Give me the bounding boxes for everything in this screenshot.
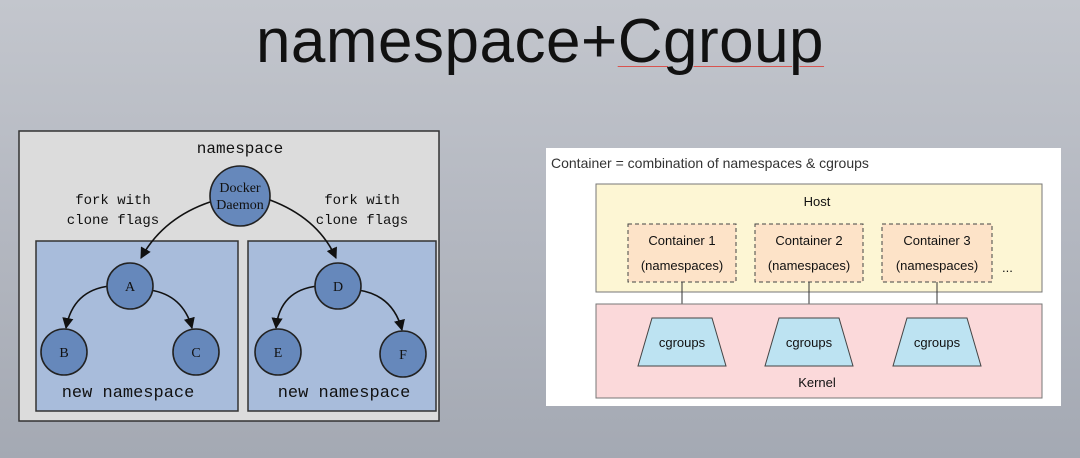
edge-a-to-c [149,289,195,330]
node-d: D [314,262,362,310]
edge-daemon-to-d [269,199,337,260]
title-prefix: namespace+ [255,7,618,76]
edge-d-to-f [357,289,405,332]
node-b-label: B [59,346,68,361]
new-namespace-label-right: new namespace [278,384,411,403]
node-f: F [379,330,427,378]
cgroups-3-label: cgroups [914,335,961,350]
container-2-sub: (namespaces) [768,258,850,273]
title-underlined-word: Cgroup [617,7,825,76]
node-e-label: E [274,346,283,361]
edge-a-to-b [62,285,111,330]
cgroups-1: cgroups [637,317,727,367]
left-edge-label-line1: fork with [75,193,151,209]
docker-daemon-line2: Daemon [216,198,263,213]
namespace-outer-label: namespace [197,140,283,158]
cgroups-1-label: cgroups [659,335,706,350]
container-caption: Container = combination of namespaces & … [551,155,869,171]
right-edge-label-line2: clone flags [316,213,408,229]
right-edge-label-line1: fork with [324,193,400,209]
node-d-label: D [333,280,343,295]
docker-daemon-node: Docker Daemon [209,165,271,227]
container-3: Container 3 (namespaces) [881,223,993,283]
left-edge-label-line2: clone flags [67,213,159,229]
container-2-name: Container 2 [775,233,842,248]
slide-title: namespace+Cgroup [0,6,1080,77]
edge-daemon-to-a [140,201,211,259]
cgroups-3: cgroups [892,317,982,367]
node-c-label: C [191,346,200,361]
namespace-diagram: namespace fork with clone flags fork wit… [18,130,440,422]
new-namespace-label-left: new namespace [62,384,195,403]
node-e: E [254,328,302,376]
container-1-sub: (namespaces) [641,258,723,273]
container-diagram: Container = combination of namespaces & … [546,148,1061,406]
cgroups-2: cgroups [764,317,854,367]
cgroups-2-label: cgroups [786,335,833,350]
containers-ellipsis: ... [1002,260,1013,275]
container-1: Container 1 (namespaces) [627,223,737,283]
node-b: B [40,328,88,376]
container-3-name: Container 3 [903,233,970,248]
container-2: Container 2 (namespaces) [754,223,864,283]
node-a: A [106,262,154,310]
node-c: C [172,328,220,376]
node-a-label: A [125,280,136,295]
node-f-label: F [399,348,407,363]
host-label: Host [804,194,831,209]
docker-daemon-line1: Docker [219,181,261,196]
container-1-name: Container 1 [648,233,715,248]
edge-d-to-e [271,285,319,330]
container-3-sub: (namespaces) [896,258,978,273]
kernel-label: Kernel [798,375,836,390]
